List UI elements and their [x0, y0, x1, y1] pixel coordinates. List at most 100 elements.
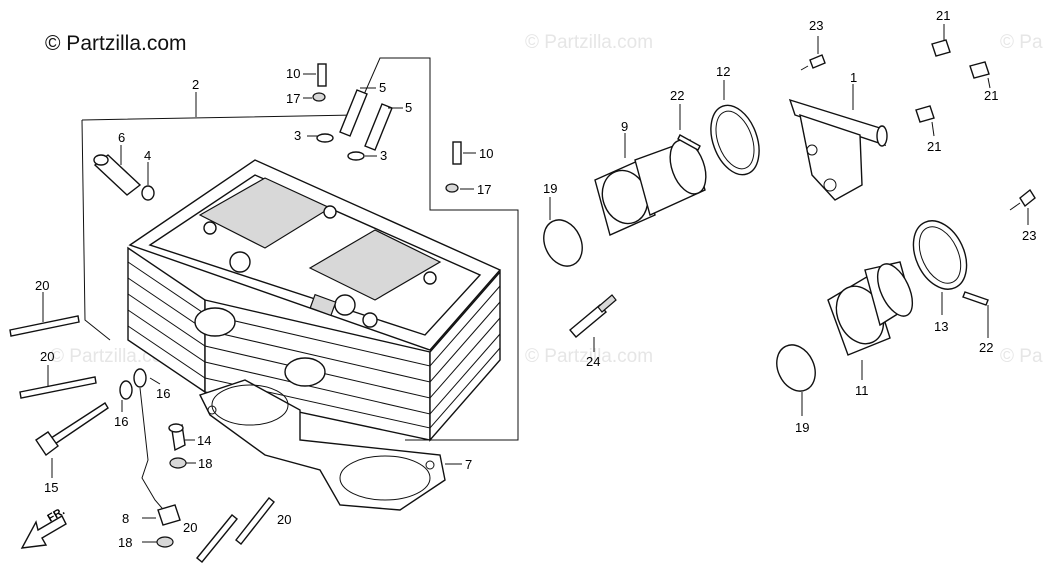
- stud-20[interactable]: [19, 376, 97, 399]
- callout-labels: 1 2 3 3 4 5 5 6 7 8 9 10 10 11 12 13 14 …: [35, 8, 1036, 550]
- stud-body: [19, 376, 97, 399]
- callout-20: 20: [35, 278, 49, 293]
- stud-body: [235, 497, 275, 545]
- callout-14: 14: [197, 433, 211, 448]
- callout-22: 22: [670, 88, 684, 103]
- callout-20: 20: [183, 520, 197, 535]
- bolt-15[interactable]: [35, 402, 109, 457]
- cam-bore: [334, 294, 356, 316]
- oil-pipe-8[interactable]: [119, 368, 181, 526]
- screw-22[interactable]: [962, 291, 989, 306]
- bolt-21[interactable]: [915, 105, 935, 123]
- stud-body: [9, 315, 80, 337]
- pipe-line: [139, 387, 169, 516]
- gasket-bore: [339, 455, 431, 501]
- bolt-head: [1019, 188, 1036, 208]
- stud-20[interactable]: [196, 514, 238, 563]
- callout-21: 21: [984, 88, 998, 103]
- banjo-end: [133, 368, 147, 388]
- clip-3[interactable]: [316, 133, 334, 143]
- insulator-end: [669, 139, 707, 195]
- bolt-14[interactable]: [168, 423, 186, 452]
- callout-4: 4: [144, 148, 151, 163]
- callout-16: 16: [156, 386, 170, 401]
- callout-5: 5: [379, 80, 386, 95]
- callout-21: 21: [927, 139, 941, 154]
- valve-guide-6[interactable]: [93, 154, 142, 196]
- intake-port: [194, 307, 236, 337]
- screw-body: [962, 291, 989, 306]
- insulator-9[interactable]: [594, 135, 713, 236]
- bracket-plate: [799, 113, 863, 201]
- callout-12: 12: [716, 64, 730, 79]
- oring-19[interactable]: [770, 339, 823, 398]
- clamp-inner: [918, 226, 962, 284]
- dowel-10b[interactable]: [452, 141, 462, 165]
- head-side-right: [429, 270, 501, 442]
- callout-15: 15: [44, 480, 58, 495]
- callout-3: 3: [294, 128, 301, 143]
- cam-box-right: [308, 229, 442, 301]
- leader-21: [931, 121, 935, 137]
- bolt-21[interactable]: [931, 39, 951, 57]
- callout-19: 19: [795, 420, 809, 435]
- fin: [127, 325, 501, 429]
- oring-4[interactable]: [141, 185, 155, 201]
- front-direction-arrow: FR.: [20, 505, 67, 549]
- watermark-text: © Partzilla.com: [525, 32, 653, 53]
- bolt-hole: [423, 271, 437, 285]
- clamp-band: [710, 104, 760, 176]
- fin: [127, 309, 501, 415]
- oring-19[interactable]: [537, 214, 590, 273]
- bolt-21[interactable]: [969, 61, 990, 79]
- washer-17[interactable]: [312, 92, 326, 102]
- dowel-10a[interactable]: [317, 63, 327, 87]
- cylinder-head[interactable]: [127, 159, 502, 442]
- callout-10: 10: [286, 66, 300, 81]
- arrow-icon: [20, 515, 67, 549]
- valve-guide-5a[interactable]: [339, 89, 368, 137]
- bracket-bar-end: [876, 125, 888, 147]
- stud-20[interactable]: [9, 315, 80, 337]
- clamp-13[interactable]: [903, 212, 977, 298]
- clip-3[interactable]: [347, 151, 365, 161]
- bolt-shank: [1009, 202, 1021, 211]
- screw-22[interactable]: [677, 134, 701, 151]
- callout-24: 24: [586, 354, 600, 369]
- callout-20: 20: [277, 512, 291, 527]
- callout-18: 18: [118, 535, 132, 550]
- valve-guide-5b[interactable]: [364, 103, 393, 151]
- spark-plug-24[interactable]: [569, 294, 617, 338]
- bolt-head: [35, 431, 59, 457]
- washer-18[interactable]: [156, 536, 174, 548]
- valve-guide-body: [364, 103, 393, 151]
- clamp-12[interactable]: [702, 99, 768, 182]
- banjo-end: [119, 380, 133, 400]
- fin: [127, 261, 501, 367]
- dowel-body: [317, 63, 327, 87]
- plug-terminal: [597, 294, 617, 313]
- bolt-head: [931, 39, 951, 57]
- bracket-1[interactable]: [788, 98, 888, 201]
- stud-20[interactable]: [235, 497, 275, 545]
- bolt-23[interactable]: [1009, 188, 1036, 211]
- bolt-23[interactable]: [800, 54, 826, 71]
- valve-guide-body: [339, 89, 368, 137]
- head-gasket[interactable]: [199, 379, 446, 511]
- callout-17: 17: [477, 182, 491, 197]
- cam-bore: [229, 251, 251, 273]
- callout-5: 5: [405, 100, 412, 115]
- insulator-11[interactable]: [827, 259, 919, 356]
- fin: [127, 277, 501, 383]
- intake-port: [284, 357, 326, 387]
- callout-2: 2: [192, 77, 199, 92]
- leader-16: [149, 377, 161, 385]
- stud-body: [196, 514, 238, 563]
- washer-17[interactable]: [445, 183, 459, 193]
- callout-23: 23: [1022, 228, 1036, 243]
- washer-18[interactable]: [169, 457, 187, 469]
- assembly-bracket-left: [81, 119, 111, 341]
- bolt-shank: [800, 65, 809, 71]
- bracket-hole: [806, 144, 818, 156]
- callout-23: 23: [809, 18, 823, 33]
